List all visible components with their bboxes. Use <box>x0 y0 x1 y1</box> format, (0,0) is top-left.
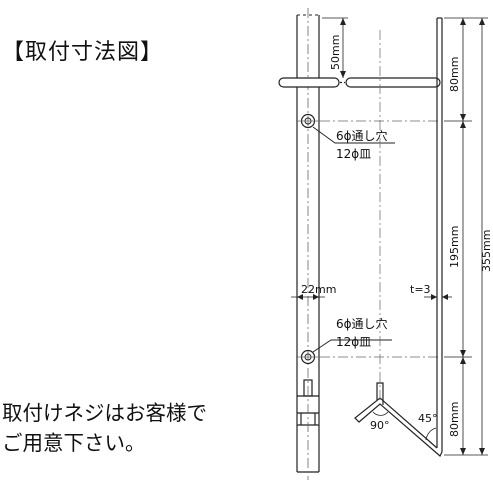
inner-angle-label: 90° <box>370 419 390 432</box>
top-segment-label: 80mm <box>448 57 461 92</box>
bar-width-label: 22mm <box>301 283 336 296</box>
thickness-label: t=3 <box>410 283 431 296</box>
bottom-segment-label: 80mm <box>448 402 461 437</box>
total-length-label: 355mm <box>480 230 493 272</box>
lower-hole-through-label: 6ϕ通し穴 <box>336 316 388 331</box>
upper-hole-through-label: 6ϕ通し穴 <box>336 128 388 143</box>
screw-note-line-1: 取付けネジはお客様で <box>2 401 207 425</box>
top-offset-label: 50mm <box>329 35 342 70</box>
upper-hole-countersink-label: 12ϕ皿 <box>336 147 371 161</box>
lower-hole-countersink-label: 12ϕ皿 <box>336 335 371 349</box>
bevel-angle-label: 45° <box>418 412 438 425</box>
upper-mounting-arm <box>278 77 441 88</box>
screw-note-line-2: ご用意下さい。 <box>2 431 146 455</box>
lower-mount-hole <box>296 349 320 365</box>
screw-note: 取付けネジはお客様で ご用意下さい。 <box>2 398 207 458</box>
middle-segment-label: 195mm <box>448 226 461 268</box>
drawing-title: 【取付寸法図】 <box>2 40 164 65</box>
upper-mount-hole <box>296 113 320 129</box>
